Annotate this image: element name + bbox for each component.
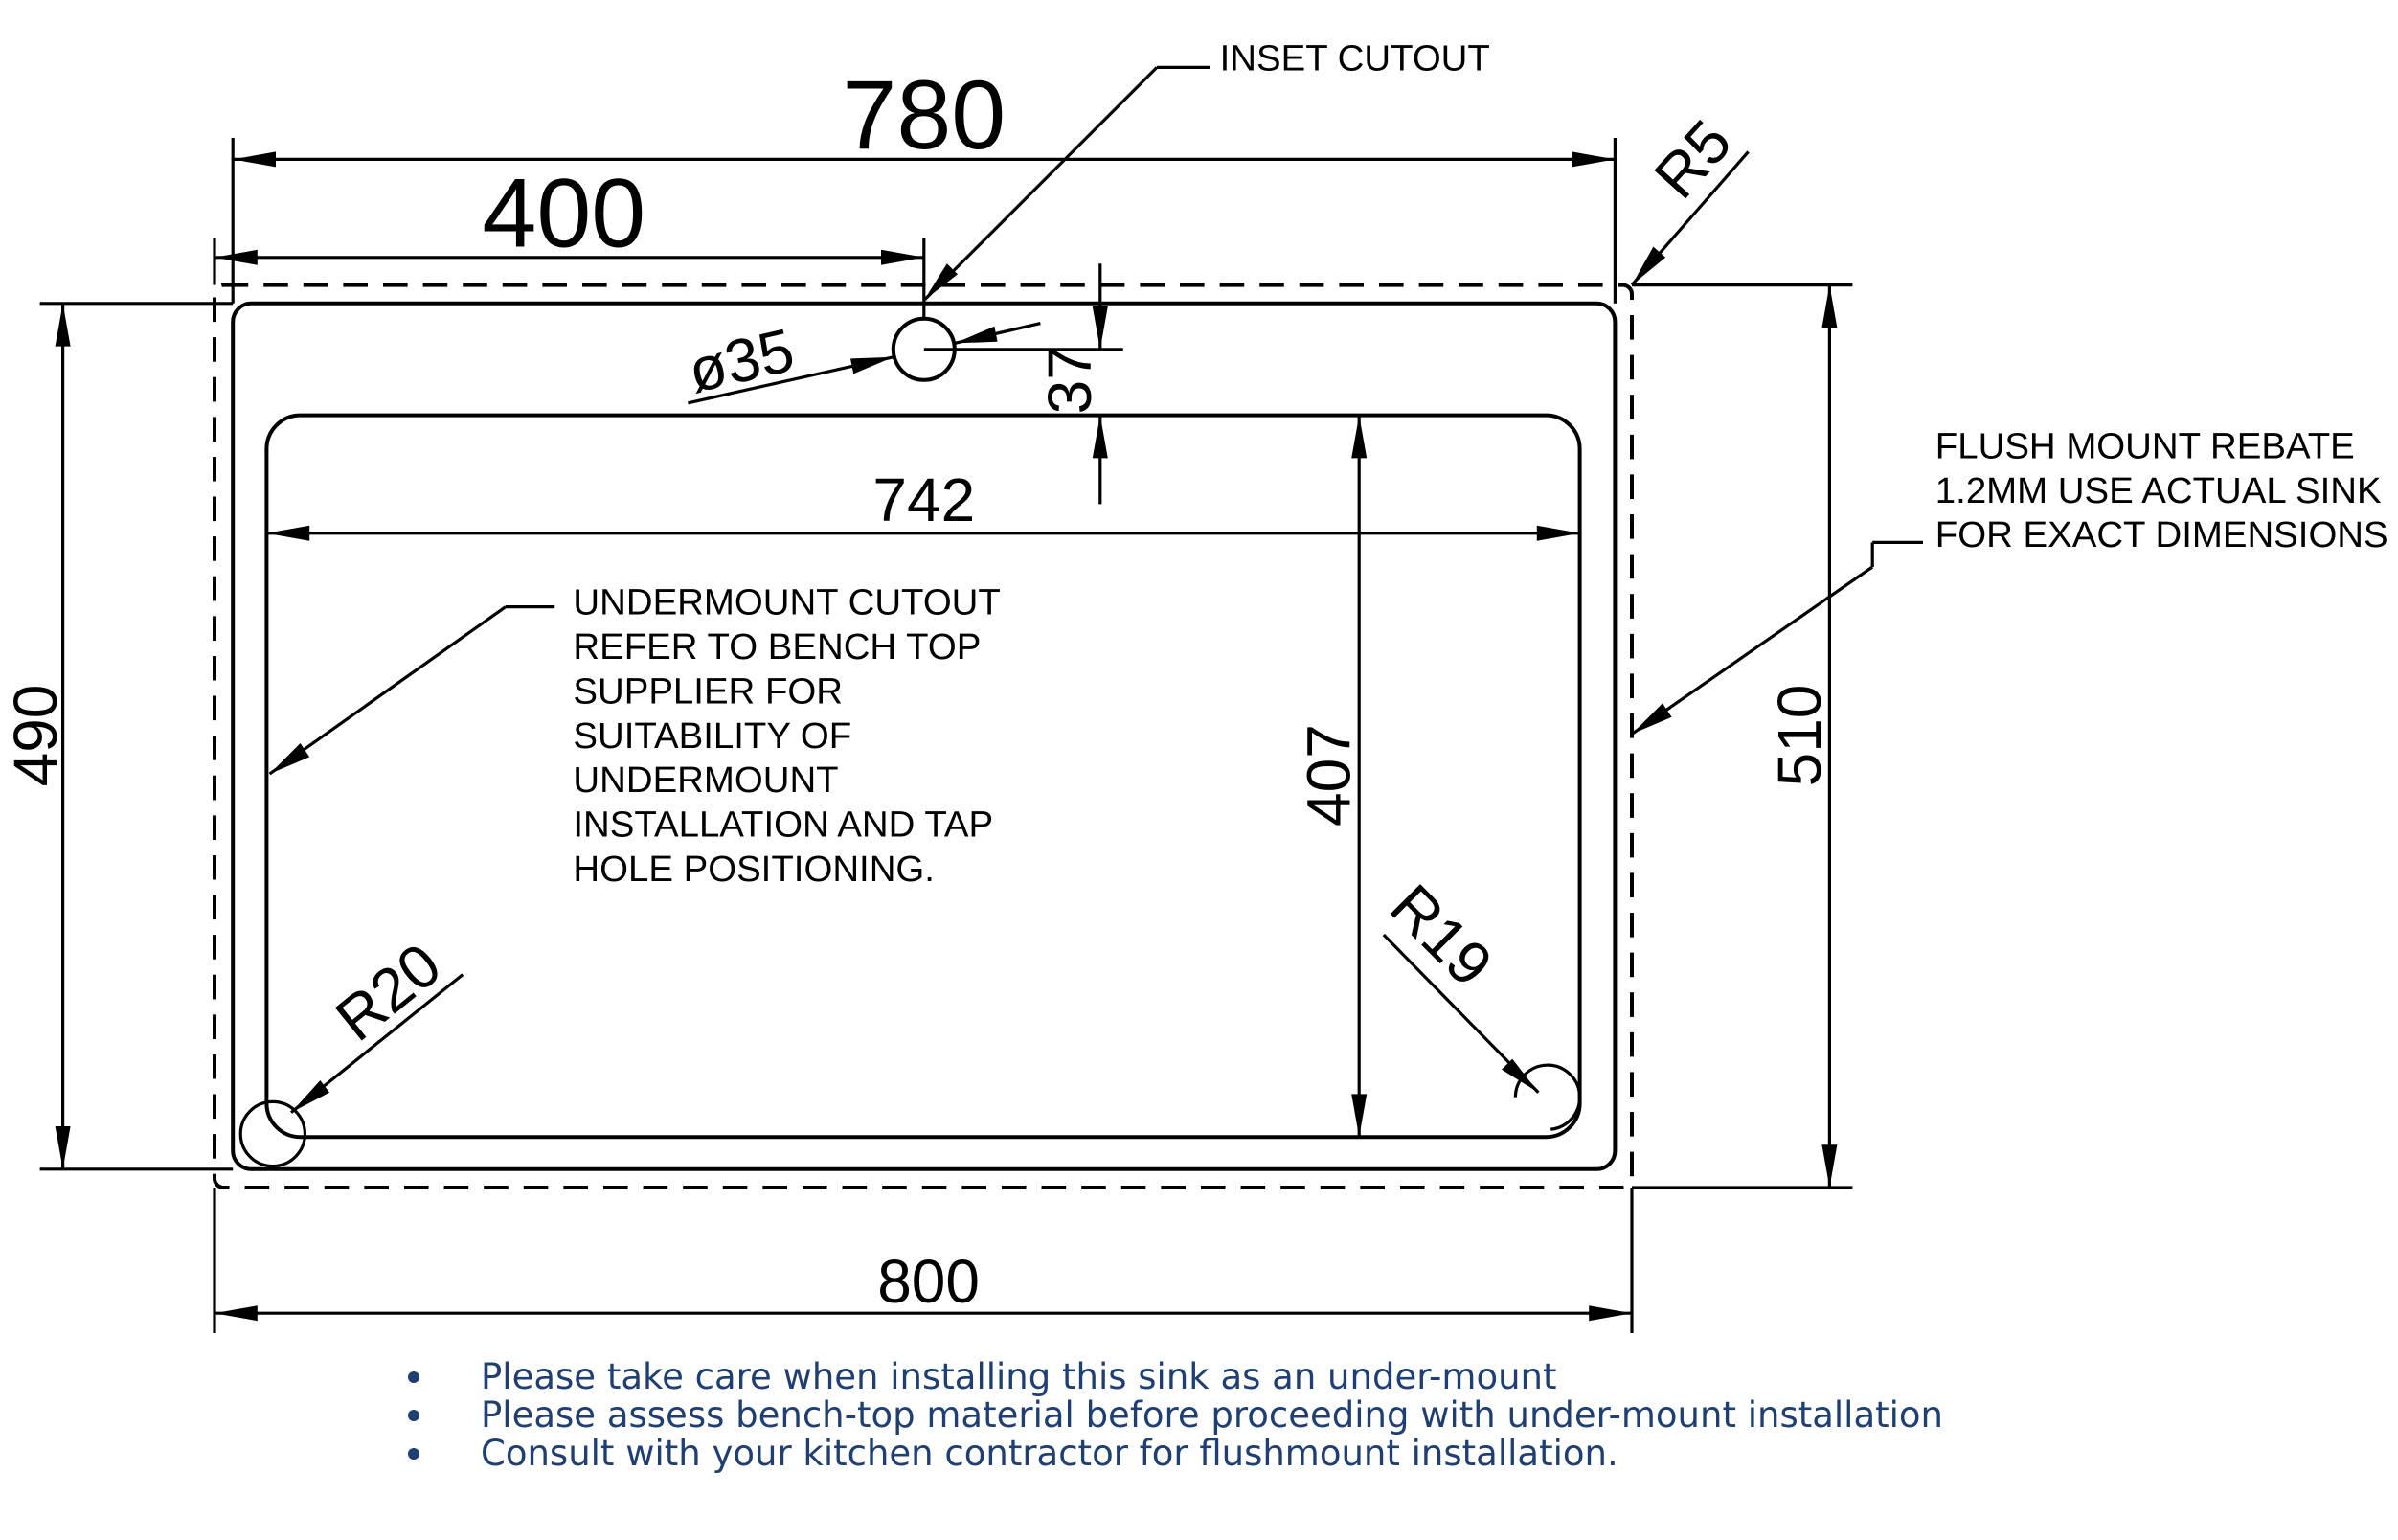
dimension-780: 780 (231, 59, 1617, 304)
dimension-490-label: 490 (1, 685, 70, 787)
dimension-hole-diameter: ø35 (682, 315, 1041, 406)
installation-notes: Please take care when installing this si… (395, 1358, 1943, 1473)
dimension-742: 742 (266, 465, 1580, 541)
note-text: Please take care when installing this si… (481, 1356, 1557, 1397)
flush-mount-line-2: 1.2MM USE ACTUAL SINK (1935, 470, 2382, 511)
flush-mount-callout: FLUSH MOUNT REBATE 1.2MM USE ACTUAL SINK… (1631, 425, 2391, 736)
dimension-742-label: 742 (872, 465, 975, 534)
corner-radius-r19-marker (1513, 1063, 1582, 1131)
note-text: Please assess bench-top material before … (481, 1394, 1944, 1436)
dimension-400-label: 400 (482, 158, 645, 268)
radius-r19-label: R19 (1377, 871, 1505, 999)
undermount-line-2: REFER TO BENCH TOP (573, 626, 981, 668)
dimension-490: 490 (1, 302, 234, 1171)
dimension-800-label: 800 (877, 1247, 980, 1316)
dimension-800: 800 (213, 1188, 1634, 1333)
svg-text:FLUSH MOUNT REBATE 1.2MM: FLUSH MOUNT REBATE 1.2MM USE ACTUAL SINK… (1935, 425, 2391, 555)
flush-mount-line-3: FOR EXACT DIMENSIONS (1935, 514, 2388, 555)
bullet-icon (408, 1371, 419, 1383)
bullet-icon (408, 1448, 419, 1460)
hole-diameter-label: ø35 (682, 315, 801, 406)
svg-text:UNDERMOUNT CUTOUT REFER: UNDERMOUNT CUTOUT REFER TO BENCH TOP SUP… (573, 582, 1010, 890)
inset-cutout-label: INSET CUTOUT (1220, 38, 1490, 79)
inset-cutout-outline (231, 301, 1618, 1171)
radius-r20-callout: R20 (289, 930, 464, 1114)
hole-offset-label: 37 (1035, 346, 1104, 414)
note-item: Please assess bench-top material before … (395, 1396, 1943, 1435)
radius-r19-callout: R19 (1377, 871, 1540, 1094)
undermount-line-7: HOLE POSITIONING. (573, 849, 935, 890)
dimension-400: 400 (213, 158, 926, 319)
dimension-37: 37 (923, 263, 1123, 505)
corner-radius-r20-marker (238, 1099, 306, 1168)
note-text: Consult with your kitchen contractor for… (481, 1433, 1618, 1474)
undermount-line-4: SUITABILITY OF (573, 715, 851, 757)
note-item: Please take care when installing this si… (395, 1358, 1943, 1396)
bullet-icon (408, 1410, 419, 1421)
undermount-cutout-outline (264, 413, 1582, 1140)
undermount-line-1: UNDERMOUNT CUTOUT (573, 582, 1000, 623)
inset-cutout-callout: INSET CUTOUT (922, 38, 1490, 302)
undermount-cutout-callout: UNDERMOUNT CUTOUT REFER TO BENCH TOP SUP… (268, 582, 1010, 890)
radius-r20-label: R20 (323, 930, 454, 1054)
undermount-line-3: SUPPLIER FOR (573, 670, 843, 712)
radius-r5-callout: R5 (1630, 107, 1750, 286)
dimension-780-label: 780 (842, 59, 1006, 170)
flush-mount-rebate-outline (212, 283, 1634, 1189)
flush-mount-line-1: FLUSH MOUNT REBATE (1935, 425, 2355, 466)
dimension-407: 407 (1295, 415, 1368, 1138)
dimension-510: 510 (1632, 283, 1853, 1189)
undermount-line-5: UNDERMOUNT (573, 759, 838, 801)
radius-r5-label: R5 (1641, 107, 1745, 212)
dimension-407-label: 407 (1295, 724, 1364, 827)
note-item: Consult with your kitchen contractor for… (395, 1435, 1943, 1473)
dimension-510-label: 510 (1765, 685, 1834, 787)
undermount-line-6: INSTALLATION AND TAP (573, 804, 993, 846)
